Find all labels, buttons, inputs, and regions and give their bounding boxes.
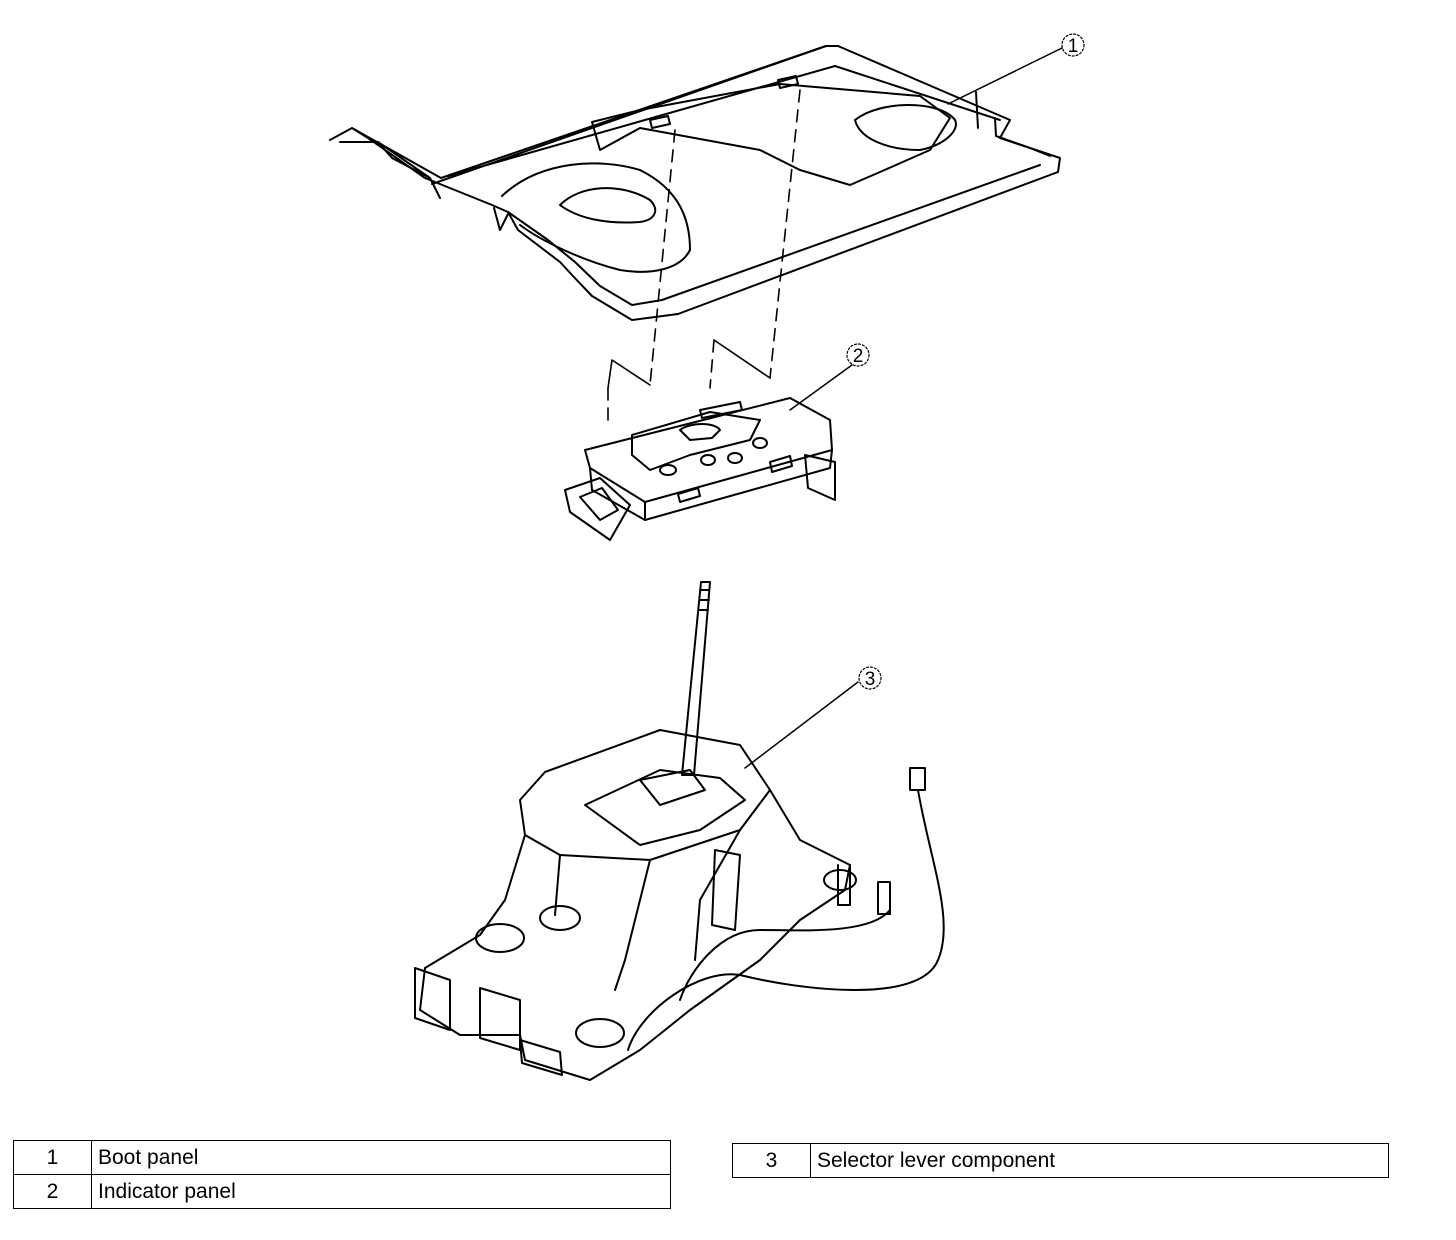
callout-leader-1 [947,47,1063,105]
callout-leader-3 [744,681,859,769]
selector-lever-part [414,581,945,1081]
callout-circle-3 [858,666,882,690]
callout-number-3: 3 [865,669,876,690]
legend-number: 2 [13,1174,92,1209]
callout-circle-2 [846,343,870,367]
legend-number: 3 [732,1143,811,1178]
legend-number: 1 [13,1140,92,1175]
legend-row: 3 Selector lever component [732,1143,1389,1178]
callout-circle-1 [1061,33,1085,57]
legend-table-left: 1 Boot panel 2 Indicator panel [13,1140,671,1209]
alignment-guide-lines [607,89,801,425]
exploded-parts-diagram: 1 2 3 [329,33,1085,1081]
legend-label: Indicator panel [91,1174,671,1209]
callout-number-2: 2 [853,346,864,367]
boot-panel-part [329,45,1061,321]
callout-number-1: 1 [1068,36,1079,57]
indicator-panel-part [564,397,836,541]
legend-table-right: 3 Selector lever component [732,1143,1389,1178]
callout-leader-2 [789,364,853,411]
legend-row: 1 Boot panel [13,1140,671,1175]
legend-label: Boot panel [91,1140,671,1175]
legend-row: 2 Indicator panel [13,1174,671,1209]
legend-label: Selector lever component [810,1143,1389,1178]
